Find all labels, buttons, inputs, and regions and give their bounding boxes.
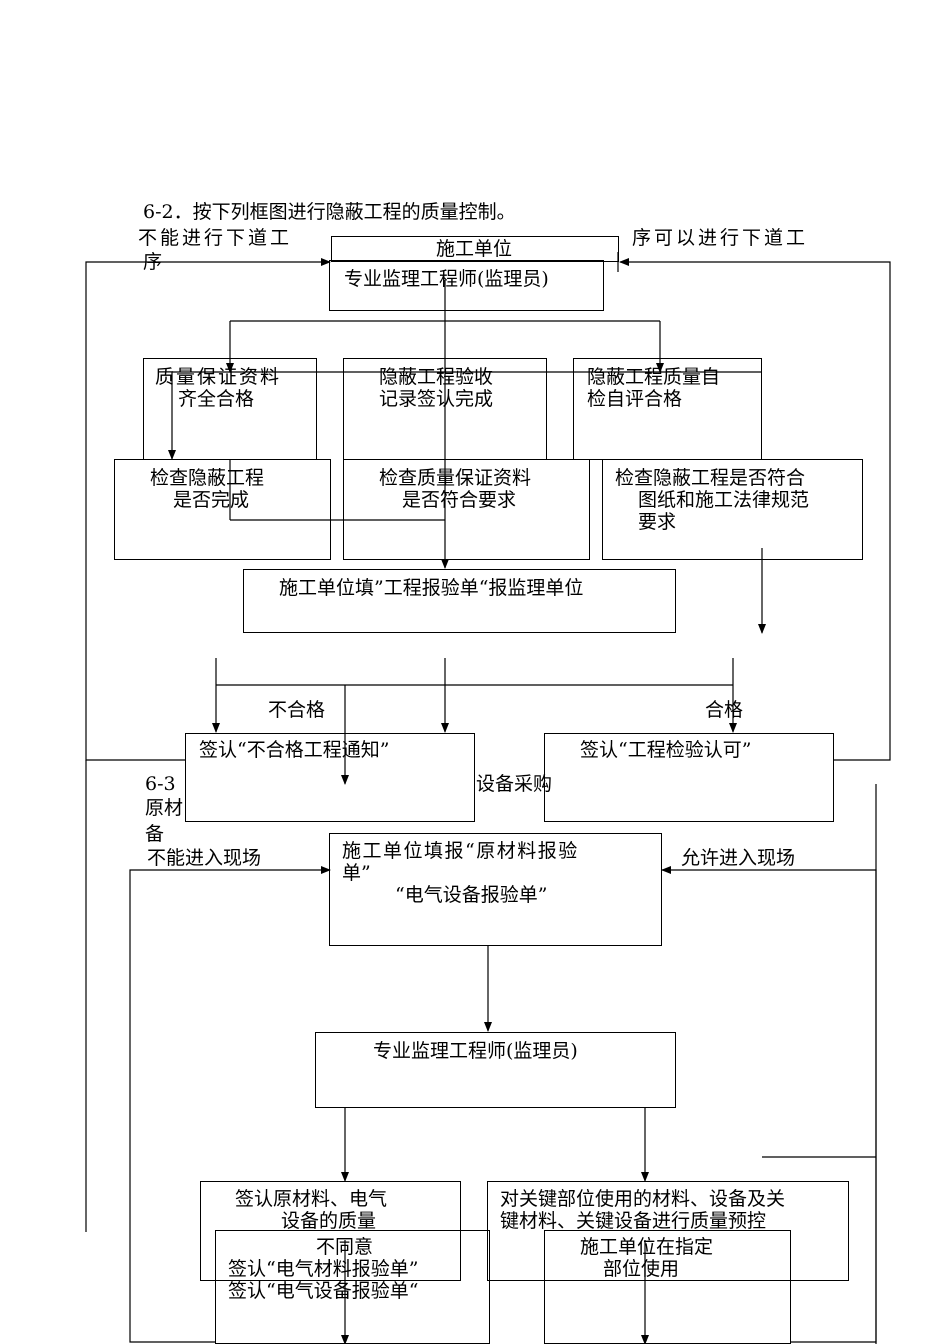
quality-docs-line2: 齐全合格 [178, 388, 255, 410]
sign-material-line2: 设备的质量 [281, 1210, 377, 1232]
check-complete-line2: 是否完成 [173, 489, 250, 511]
supervisor-box [329, 260, 604, 311]
disagree-line2: 签认“电气材料报验单” [228, 1258, 419, 1280]
section-63-heading-part3: 备 [145, 823, 165, 845]
left-note-line2: 序 [143, 251, 163, 273]
approval-box [544, 733, 834, 822]
key-control-line2: 键材料、关键设备进行质量预控 [500, 1210, 767, 1232]
check-docs-line1: 检查质量保证资料 [379, 467, 532, 489]
supervisor-2-label: 专业监理工程师(监理员) [373, 1040, 578, 1062]
acceptance-record-line1: 隐蔽工程验收 [379, 366, 494, 388]
supervisor-label: 专业监理工程师(监理员) [344, 268, 549, 290]
check-docs-box [343, 459, 590, 560]
allow-entry-label: 允许进入现场 [681, 847, 796, 869]
right-note: 序可以进行下道工 [632, 227, 809, 249]
fail-notice-box [185, 733, 475, 822]
report-form-box [243, 569, 676, 633]
self-check-line1: 隐蔽工程质量自 [587, 366, 721, 388]
designated-use-line1: 施工单位在指定 [580, 1236, 714, 1258]
contractor-box [331, 236, 619, 262]
section-62-heading: 6-2．按下列框图进行隐蔽工程的质量控制。 [143, 201, 516, 223]
fail-label: 不合格 [268, 699, 326, 721]
pass-label: 合格 [705, 699, 744, 721]
key-control-line1: 对关键部位使用的材料、设备及关 [500, 1188, 786, 1210]
no-entry-label: 不能进入现场 [147, 847, 262, 869]
check-complete-box [114, 459, 331, 560]
designated-use-line2: 部位使用 [603, 1258, 680, 1280]
material-report-line2: 单” [342, 862, 371, 884]
self-check-line2: 检自评合格 [587, 388, 683, 410]
disagree-line1: 不同意 [316, 1236, 374, 1258]
key-control-box [487, 1181, 849, 1281]
disagree-line3: 签认“电气设备报验单“ [228, 1280, 419, 1302]
supervisor-2-box [315, 1032, 676, 1108]
contractor-label: 施工单位 [436, 238, 513, 260]
check-compliance-box [602, 459, 863, 560]
section-63-heading-part1: 6-3 [145, 773, 176, 795]
approval-label: 签认“工程检验认可” [580, 739, 752, 761]
check-compliance-line3: 要求 [638, 511, 677, 533]
sign-material-box [200, 1181, 461, 1281]
sign-material-line1: 签认原材料、电气 [235, 1188, 388, 1210]
fail-notice-label: 签认“不合格工程通知” [199, 739, 390, 761]
check-complete-line1: 检查隐蔽工程 [150, 467, 265, 489]
check-compliance-line2: 图纸和施工法律规范 [638, 489, 810, 511]
quality-docs-line1: 质量保证资料 [155, 366, 282, 388]
material-report-line3: “电气设备报验单” [395, 884, 548, 906]
check-compliance-line1: 检查隐蔽工程是否符合 [615, 467, 806, 489]
material-report-box [329, 833, 662, 946]
report-form-label: 施工单位填”工程报验单“报监理单位 [279, 577, 584, 599]
check-docs-line2: 是否符合要求 [402, 489, 517, 511]
section-63-heading-part2: 原材 [145, 797, 184, 819]
section-63-heading-tail: 设备采购 [476, 773, 553, 795]
material-report-line1: 施工单位填报“原材料报验 [342, 840, 579, 862]
left-note-line1: 不能进行下道工 [138, 227, 293, 249]
acceptance-record-line2: 记录签认完成 [379, 388, 494, 410]
